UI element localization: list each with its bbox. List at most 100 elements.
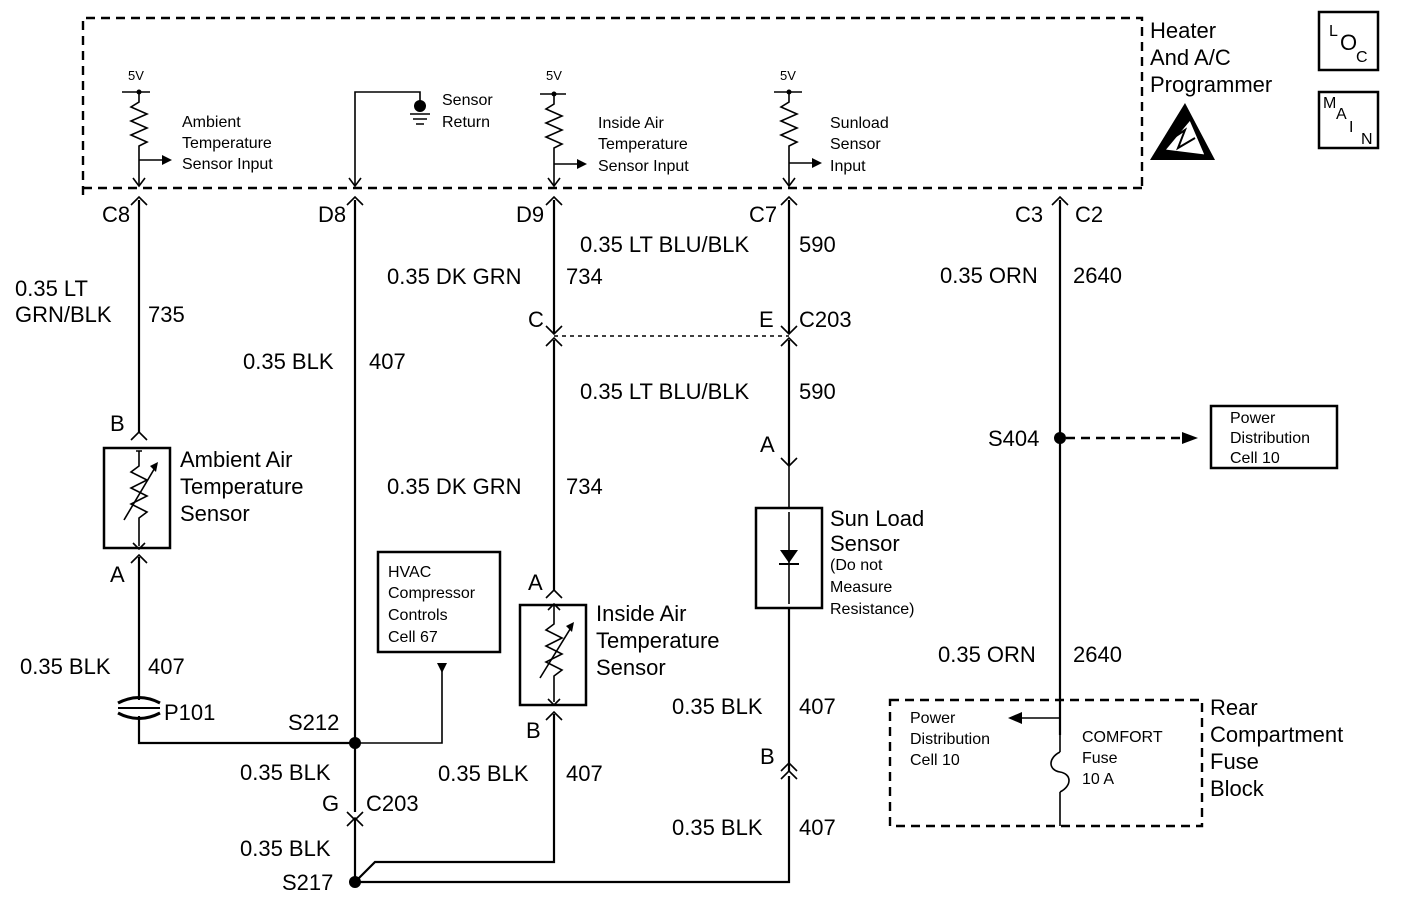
svg-text:Compressor: Compressor [388,585,476,602]
svg-text:B: B [110,411,125,436]
svg-text:407: 407 [799,815,836,840]
power-distribution-ref[interactable]: Power Distribution Cell 10 [1209,404,1339,470]
svg-text:Ambient Air: Ambient Air [180,447,293,472]
svg-text:B: B [526,718,541,743]
svg-text:Heater: Heater [1150,18,1216,43]
svg-text:590: 590 [799,232,836,257]
svg-text:(Do not: (Do not [830,557,883,574]
wire-2640: 0.35 ORN 2640 S404 0.35 ORN 2640 [938,200,1198,735]
svg-text:407: 407 [799,694,836,719]
svg-text:Input: Input [830,158,866,175]
svg-text:0.35 BLK: 0.35 BLK [240,836,331,861]
svg-text:Programmer: Programmer [1150,72,1272,97]
svg-text:Power: Power [910,710,956,727]
svg-text:HVAC: HVAC [388,564,431,581]
svg-text:A: A [760,432,775,457]
svg-text:C7: C7 [749,202,777,227]
svg-text:C: C [528,307,544,332]
svg-text:0.35 BLK: 0.35 BLK [672,815,763,840]
svg-text:5V: 5V [780,68,796,83]
svg-text:Compartment: Compartment [1210,722,1343,747]
hvac-compressor-controls-ref[interactable]: HVAC Compressor Controls Cell 67 [376,550,502,654]
svg-text:Cell 10: Cell 10 [1230,450,1280,467]
svg-text:Temperature: Temperature [596,628,720,653]
programmer-title: Heater And A/C Programmer [1150,18,1272,97]
module-connector-pins: C8 D8 D9 C7 C3 C2 [102,195,1103,227]
svg-text:0.35 ORN: 0.35 ORN [940,263,1038,288]
svg-text:S217: S217 [282,870,333,895]
svg-text:C3: C3 [1015,202,1043,227]
svg-text:Distribution: Distribution [910,731,990,748]
wire-590: 0.35 LT BLU/BLK 590 E C203 0.35 LT BLU/B… [580,200,852,468]
svg-text:I: I [1349,119,1353,136]
svg-text:Inside Air: Inside Air [598,115,664,132]
svg-text:COMFORT: COMFORT [1082,729,1163,746]
inside-air-input-circuit: 5V Inside Air Temperature Sensor Input [540,68,689,188]
svg-text:734: 734 [566,264,603,289]
svg-text:0.35 BLK: 0.35 BLK [438,761,529,786]
svg-text:A: A [110,562,125,587]
wire-407-d8: 0.35 BLK 407 S212 0.35 BLK [240,200,447,812]
svg-text:GRN/BLK: GRN/BLK [15,302,112,327]
svg-text:10 A: 10 A [1082,771,1114,788]
svg-text:Sunload: Sunload [830,115,889,132]
svg-text:Cell 67: Cell 67 [388,629,438,646]
svg-text:S212: S212 [288,710,339,735]
svg-text:E: E [759,307,774,332]
svg-text:0.35 BLK: 0.35 BLK [243,349,334,374]
svg-text:407: 407 [566,761,603,786]
svg-text:A: A [528,570,543,595]
svg-text:407: 407 [148,654,185,679]
svg-text:And A/C: And A/C [1150,45,1231,70]
sun-load-sensor[interactable]: Sun Load Sensor (Do not Measure Resistan… [754,466,924,618]
svg-text:0.35 LT: 0.35 LT [15,276,88,301]
ambient-air-temperature-sensor[interactable]: B Ambient Air Temperature Sensor [102,411,304,551]
svg-text:Sensor: Sensor [442,92,493,109]
svg-text:Measure: Measure [830,579,892,596]
svg-text:Cell 10: Cell 10 [910,752,960,769]
connector-c203-g: G C203 0.35 BLK S217 [240,791,419,895]
svg-text:Inside Air: Inside Air [596,601,687,626]
svg-text:Sensor Input: Sensor Input [598,158,689,175]
svg-text:Controls: Controls [388,607,448,624]
svg-text:734: 734 [566,474,603,499]
wire-734: 0.35 DK GRN 734 C 0.35 DK GRN 734 [387,200,789,590]
svg-text:C203: C203 [366,791,419,816]
svg-text:2640: 2640 [1073,263,1122,288]
wire-407-inside: 0.35 BLK 407 [354,714,603,883]
wire-407-sunload: 0.35 BLK 407 B 0.35 BLK 407 [355,608,836,884]
svg-text:Temperature: Temperature [598,136,688,153]
svg-text:0.35 BLK: 0.35 BLK [20,654,111,679]
wire-735: 0.35 LT GRN/BLK 735 [15,200,185,432]
svg-text:5V: 5V [546,68,562,83]
svg-text:D9: D9 [516,202,544,227]
svg-text:P101: P101 [164,700,215,725]
svg-text:590: 590 [799,379,836,404]
svg-text:0.35 DK GRN: 0.35 DK GRN [387,264,522,289]
sunload-input-circuit: 5V Sunload Sensor Input [774,68,889,188]
svg-text:Sensor Input: Sensor Input [182,156,273,173]
svg-text:D8: D8 [318,202,346,227]
inside-air-temperature-sensor[interactable]: A Inside Air Temperature Sensor B [518,570,720,743]
svg-text:C203: C203 [799,307,852,332]
svg-text:Sun Load: Sun Load [830,506,924,531]
svg-text:Power: Power [1230,410,1276,427]
svg-text:Sensor: Sensor [596,655,666,680]
rear-compartment-fuse-block[interactable]: Rear Compartment Fuse Block Power Distri… [888,695,1343,828]
svg-text:B: B [760,744,775,769]
svg-text:0.35 BLK: 0.35 BLK [672,694,763,719]
svg-text:Block: Block [1210,776,1265,801]
svg-text:C8: C8 [102,202,130,227]
svg-text:0.35 BLK: 0.35 BLK [240,760,331,785]
main-badge[interactable]: M A I N [1317,90,1380,150]
svg-text:Temperature: Temperature [180,474,304,499]
svg-text:Distribution: Distribution [1230,430,1310,447]
ambient-input-circuit: 5V Ambient Temperature Sensor Input [122,68,273,188]
svg-text:Sensor: Sensor [180,501,250,526]
svg-text:A: A [1336,106,1347,123]
svg-text:5V: 5V [128,68,144,83]
svg-text:2640: 2640 [1073,642,1122,667]
svg-text:C: C [1356,49,1368,66]
loc-badge[interactable]: L O C [1317,10,1380,72]
